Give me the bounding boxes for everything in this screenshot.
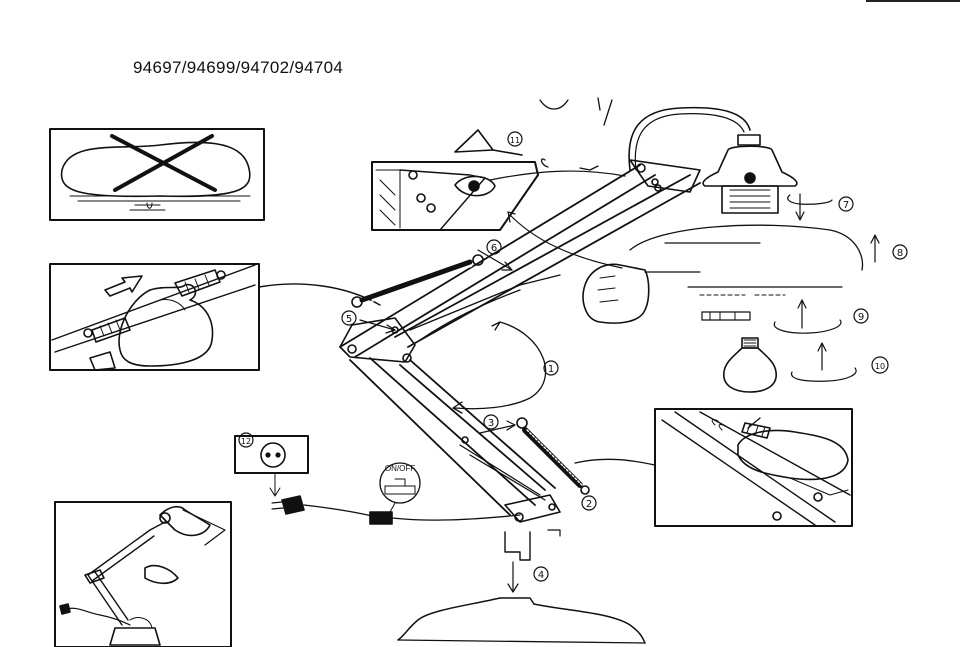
complete-lamp-panel <box>54 501 232 647</box>
warning-panel <box>49 128 265 221</box>
svg-text:5: 5 <box>346 314 352 325</box>
svg-text:2: 2 <box>586 499 592 510</box>
socket-panel <box>234 435 309 474</box>
bulb-icon <box>723 337 777 393</box>
model-numbers: 94697/94699/94702/94704 <box>133 58 344 77</box>
step-12-marker: 12 <box>238 432 254 448</box>
svg-text:12: 12 <box>241 437 251 446</box>
rotate-arrow-icon <box>540 158 549 168</box>
step-7-marker: 7 <box>838 196 854 212</box>
svg-text:3: 3 <box>488 418 494 429</box>
lamp-shade <box>397 597 646 644</box>
screwdriver-icon <box>454 129 523 156</box>
svg-text:8: 8 <box>897 248 903 259</box>
crossed-out-shade-icon <box>110 134 217 192</box>
svg-text:1: 1 <box>548 364 554 375</box>
step-1-marker: 1 <box>543 360 559 376</box>
svg-text:9: 9 <box>858 312 864 323</box>
switch-label: ON/OFF <box>385 464 415 473</box>
step-8-marker: 8 <box>892 244 908 260</box>
corner-rule <box>866 0 960 2</box>
step-markers: 1 2 3 4 5 6 7 8 9 10 11 12 <box>238 131 908 582</box>
spring-hand-panel <box>49 263 260 371</box>
hand-icon <box>582 263 650 324</box>
power-cord <box>269 462 521 525</box>
step-3-marker: 3 <box>483 414 499 430</box>
screw-detail-panel <box>371 161 539 231</box>
step-2-marker: 2 <box>581 495 597 511</box>
hand-icon <box>118 283 214 367</box>
step-9-marker: 9 <box>853 308 869 324</box>
svg-text:6: 6 <box>491 243 497 254</box>
svg-text:7: 7 <box>843 200 849 211</box>
socket-icon <box>260 442 286 468</box>
step-5-marker: 5 <box>341 310 357 326</box>
step-10-marker: 10 <box>871 356 889 374</box>
step-11-marker: 11 <box>507 131 523 147</box>
plug-icon <box>271 495 305 515</box>
lamp-head <box>628 106 798 214</box>
svg-text:10: 10 <box>875 362 885 371</box>
step-6-marker: 6 <box>486 239 502 255</box>
step-4-marker: 4 <box>533 566 549 582</box>
svg-text:11: 11 <box>510 136 520 145</box>
svg-text:4: 4 <box>538 570 544 581</box>
spring-clamp-panel <box>654 408 853 527</box>
